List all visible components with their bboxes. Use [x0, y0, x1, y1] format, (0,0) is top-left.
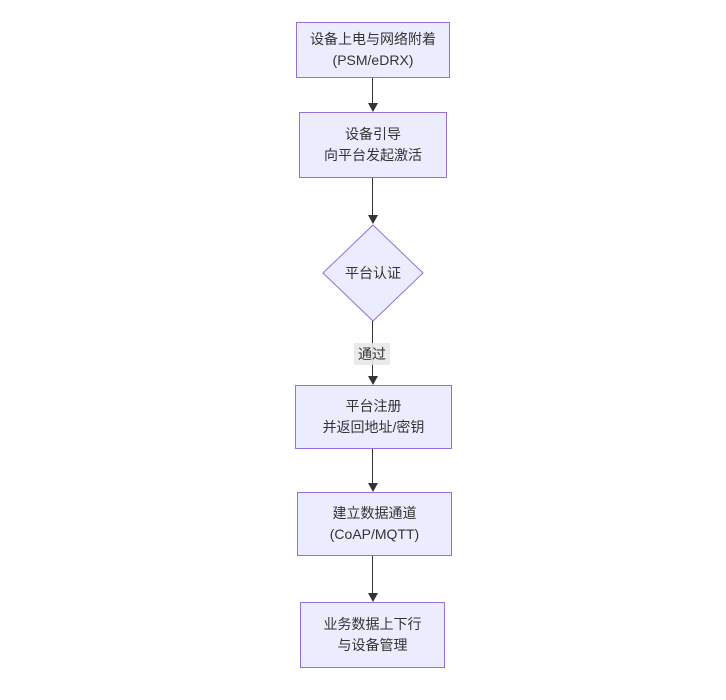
node-label-line: 与设备管理 — [337, 637, 408, 653]
flow-decision-platform-auth: 平台认证 — [322, 224, 424, 322]
arrowhead-icon — [368, 103, 378, 112]
node-label-line: (PSM/eDRX) — [332, 52, 414, 68]
arrowhead-icon — [368, 483, 378, 492]
edge-label-pass: 通过 — [354, 343, 390, 365]
edge-register-to-channel — [372, 449, 373, 483]
arrowhead-icon — [368, 215, 378, 224]
node-label-line: 设备上电与网络附着 — [310, 31, 436, 47]
edge-boot-to-auth — [372, 178, 373, 216]
node-label-line: (CoAP/MQTT) — [329, 526, 420, 542]
node-label-line: 并返回地址/密钥 — [322, 419, 425, 435]
node-label-line: 建立数据通道 — [332, 505, 417, 521]
edge-channel-to-business — [372, 556, 373, 593]
flow-node-bootstrap: 设备引导 向平台发起激活 — [299, 112, 447, 178]
edge-power-to-boot — [372, 78, 373, 104]
node-label-line: 业务数据上下行 — [323, 616, 422, 632]
node-label-line: 设备引导 — [345, 126, 401, 142]
flow-node-power-attach: 设备上电与网络附着 (PSM/eDRX) — [296, 22, 450, 78]
node-label-line: 平台认证 — [345, 265, 401, 281]
arrowhead-icon — [368, 376, 378, 385]
node-label-line: 向平台发起激活 — [324, 147, 422, 163]
node-label-line: 平台注册 — [345, 398, 402, 414]
arrowhead-icon — [368, 593, 378, 602]
flow-node-business-data: 业务数据上下行 与设备管理 — [300, 602, 445, 668]
flow-node-data-channel: 建立数据通道 (CoAP/MQTT) — [297, 492, 452, 556]
flow-node-platform-register: 平台注册 并返回地址/密钥 — [295, 385, 452, 449]
diamond-shape — [322, 224, 424, 322]
